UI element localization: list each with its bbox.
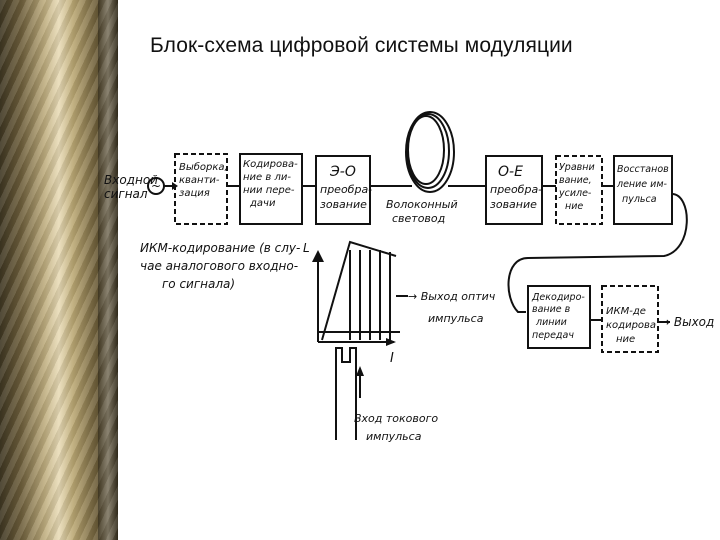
pcm-note: го сигнала) [162,277,235,291]
current-in-label: импульса [366,430,422,443]
block-label: вание, [559,175,592,186]
block-label: кодирова [606,320,656,331]
block-label: зование [490,198,537,211]
arrowhead [312,250,324,262]
block-label: ление им- [616,179,668,190]
input-label: Входной [104,173,158,187]
pcm-note: ИКМ-кодирование (в слу- [140,241,300,255]
block-label: ние [616,334,635,345]
block-label: Выборка, [179,161,228,173]
input-label: сигнал [104,187,148,201]
graph-y-label: L [303,241,310,255]
fiber-coil [405,111,455,193]
block-sampling [174,153,228,225]
block-label: ние [565,201,583,212]
current-in-label: Вход токового [354,412,438,425]
block-label: передач [532,330,574,341]
block-decoding [527,285,591,349]
block-label: линии [535,317,567,328]
block-label: преобра- [320,183,372,196]
output-label: → Выход [660,315,714,329]
graph-x-label: I [390,351,394,366]
arrowhead [356,366,364,376]
fiber-label: Волоконный [386,198,458,211]
block-label: кванти- [179,175,220,186]
current-pulse [335,347,357,440]
block-coding [239,153,303,225]
pcm-note: чае аналогового входно- [140,259,298,273]
input-symbol: ~ [151,179,161,193]
block-label: пульса [622,194,657,205]
block-label: вание в [532,304,571,315]
block-label: Уравни [559,162,595,173]
arrowhead [172,182,178,190]
block-label: нии пере- [243,185,295,196]
block-eo [315,155,371,225]
block-oe [485,155,543,225]
block-label: ИКМ-де [606,306,646,317]
block-equalize [555,155,603,225]
block-label: Восстанов [617,164,669,175]
optical-out-label: → Выход оптич [408,290,496,303]
block-label: Кодирова- [243,159,298,170]
block-label: зование [320,198,367,211]
block-label: О-Е [498,164,523,180]
block-label: дачи [249,198,276,209]
block-label: ние в ли- [243,172,291,183]
block-label: зация [179,188,210,199]
block-restore [613,155,673,225]
decorative-border [0,0,118,540]
block-label: преобра- [490,183,542,196]
fiber-label: световод [392,212,445,225]
block-label: усиле- [558,188,592,199]
arrowhead [386,338,396,346]
optical-out-label: импульса [428,312,484,325]
loop-cable [507,193,688,313]
block-label: Э-О [329,164,356,180]
border-highlight [98,0,118,540]
block-label: Декодиро- [531,292,585,303]
slide-title: Блок-схема цифровой системы модуляции [150,34,573,57]
block-pcm-decoding [601,285,659,353]
